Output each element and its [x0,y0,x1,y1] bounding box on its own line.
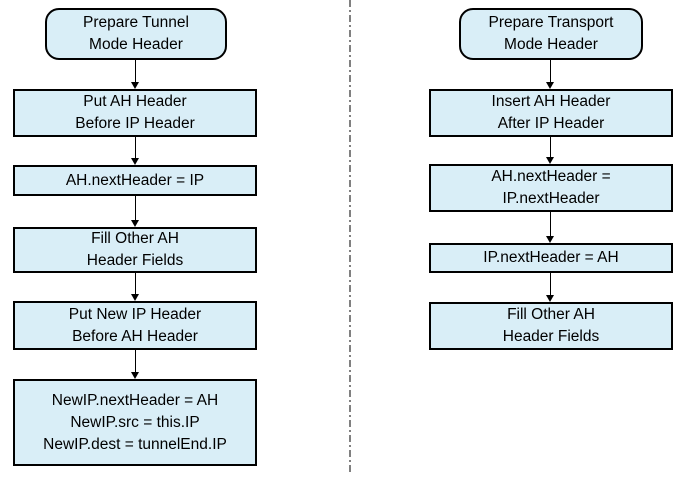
flow-arrow-down-icon [131,196,140,227]
node-prepare-transport-mode-header: Prepare Transport Mode Header [459,8,643,60]
flow-arrow-down-icon [546,137,555,164]
node-put-new-ip-header-before-ah-header: Put New IP Header Before AH Header [13,301,257,350]
node-fill-other-ah-header-fields-tunnel: Fill Other AH Header Fields [13,227,257,273]
node-text-line: IP.nextHeader = AH [483,249,619,266]
node-text-line: Prepare Transport [488,14,614,31]
node-text-line: Fill Other AH [91,230,179,247]
node-text-line: AH.nextHeader = [491,168,611,185]
node-text-line: Mode Header [504,36,598,53]
node-put-ah-header-before-ip-header: Put AH Header Before IP Header [13,89,257,137]
node-ah-nextheader-ip: AH.nextHeader = IP [13,165,257,196]
node-text-line: Before AH Header [72,327,198,345]
node-text-line: Header Fields [86,252,184,269]
column-divider-line [349,0,351,475]
flow-arrow-down-icon [131,60,140,89]
node-text-line: NewIP.src = this.IP [70,413,200,431]
flow-arrow-down-icon [546,212,555,243]
node-fill-other-ah-header-fields-transport: Fill Other AH Header Fields [429,302,673,350]
node-text-line: Fill Other AH [507,306,595,323]
flow-arrow-down-icon [131,273,140,301]
node-text-line: Mode Header [89,36,183,53]
node-ip-nextheader-ah: IP.nextHeader = AH [429,243,673,273]
node-text-line: After IP Header [497,115,605,132]
flow-arrow-down-icon [546,273,555,302]
node-insert-ah-header-after-ip-header: Insert AH Header After IP Header [429,89,673,137]
node-text-line: NewIP.dest = tunnelEnd.IP [43,435,227,453]
node-text-line: Prepare Tunnel [83,14,189,31]
node-text-line: Before IP Header [75,115,195,132]
node-prepare-tunnel-mode-header: Prepare Tunnel Mode Header [45,8,227,60]
node-ah-nextheader-ip-nextheader: AH.nextHeader = IP.nextHeader [429,164,673,212]
node-text-line: Put New IP Header [68,305,202,323]
node-text-line: Put AH Header [83,93,187,110]
node-newip-assignments: NewIP.nextHeader = AH NewIP.src = this.I… [13,379,257,466]
node-text-line: Header Fields [502,328,600,345]
node-text-line: Insert AH Header [491,93,611,110]
flow-arrow-down-icon [131,350,140,379]
node-text-line: NewIP.nextHeader = AH [51,391,219,409]
flow-arrow-down-icon [546,60,555,89]
flow-arrow-down-icon [131,137,140,165]
node-text-line: IP.nextHeader [502,190,600,207]
node-text-line: AH.nextHeader = IP [65,171,205,189]
